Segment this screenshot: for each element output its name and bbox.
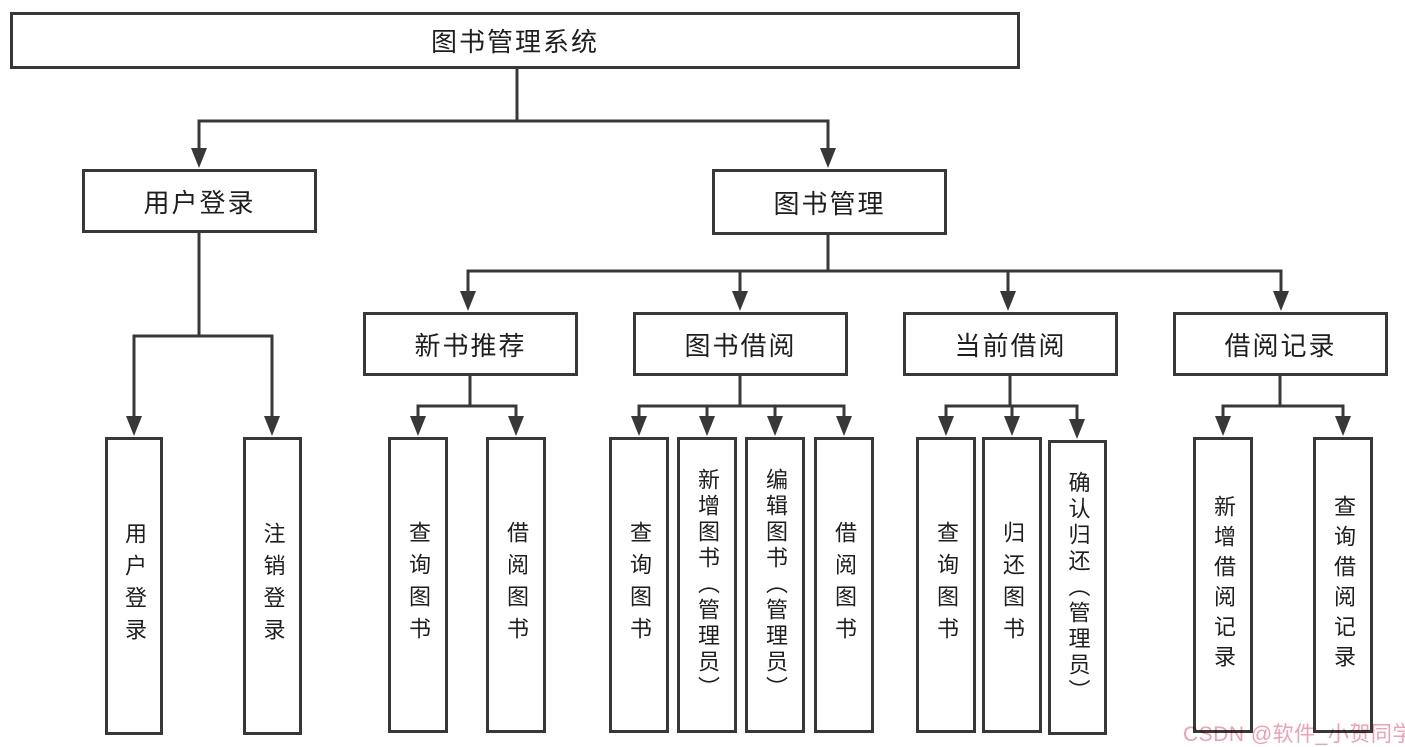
csdn-watermark: CSDN @软件_小贺同学 — [1183, 723, 1405, 746]
leaf-confirm-return-admin: 确认归还（管理员） — [1048, 440, 1107, 735]
leaf-add-borrow-record: 新增借阅记录 — [1193, 437, 1253, 733]
leaf-edit-books-admin: 编辑图书（管理员） — [745, 437, 805, 733]
leaf-add-books-admin: 新增图书（管理员） — [677, 437, 737, 733]
leaf-user-login: 用户登录 — [105, 437, 163, 735]
node-root-system: 图书管理系统 — [10, 12, 1020, 69]
leaf-query-books-current: 查询图书 — [916, 437, 976, 733]
leaf-borrow-books-recommend: 借阅图书 — [486, 437, 546, 733]
leaf-borrow-books: 借阅图书 — [814, 437, 874, 733]
node-new-book-recommend: 新书推荐 — [363, 312, 578, 376]
node-current-borrow: 当前借阅 — [903, 312, 1118, 376]
leaf-return-books: 归还图书 — [982, 437, 1042, 733]
leaf-query-borrow-record: 查询借阅记录 — [1313, 437, 1373, 733]
leaf-logout: 注销登录 — [243, 437, 302, 735]
leaf-query-books-recommend: 查询图书 — [388, 437, 448, 733]
node-borrow-records: 借阅记录 — [1173, 312, 1388, 376]
node-book-borrow: 图书借阅 — [633, 312, 848, 376]
node-user-login: 用户登录 — [82, 169, 317, 233]
node-book-management: 图书管理 — [712, 169, 947, 235]
leaf-query-books-borrow: 查询图书 — [609, 437, 669, 733]
